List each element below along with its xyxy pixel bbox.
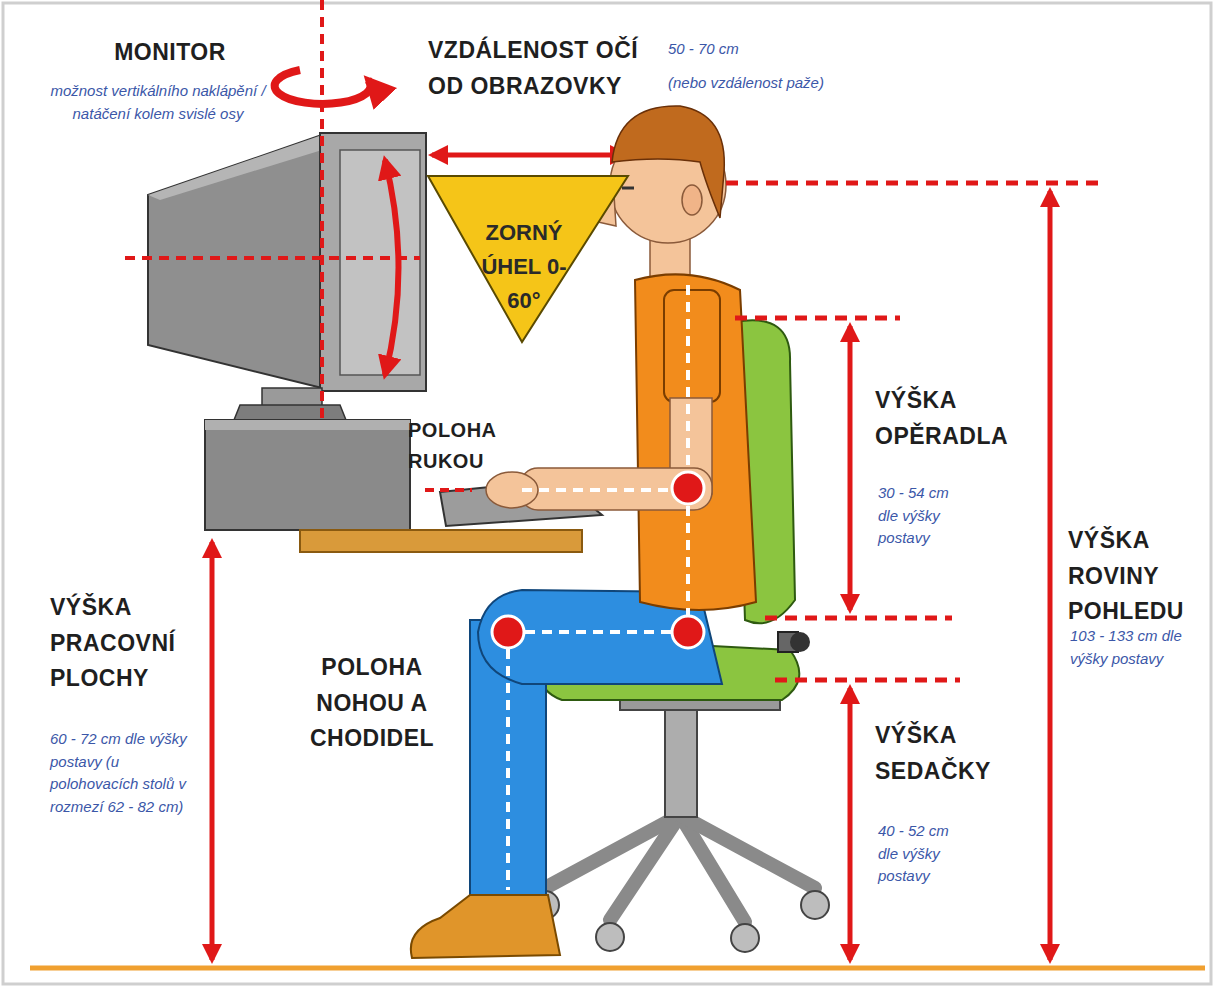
dimension-title: VÝŠKA ROVINY POHLEDU — [1068, 523, 1206, 630]
part-name: POLOHA RUKOU — [408, 415, 518, 477]
dimension-value: 50 - 70 cm — [668, 38, 798, 61]
node-text: ZORNÝ ÚHEL 0-60° — [468, 216, 580, 318]
dimension-title: VÝŠKA OPĚRADLA — [875, 383, 1025, 454]
person — [411, 106, 756, 958]
note-text: možnost vertikálního naklápění / natáčen… — [48, 80, 268, 125]
dimension-value: 30 - 54 cm dle výšky postavy — [878, 482, 970, 550]
view-angle-triangle: ZORNÝ ÚHEL 0-60° — [428, 176, 628, 342]
dimension-value: 103 - 133 cm dle výšky postavy — [1070, 625, 1182, 670]
dimension-title: VÝŠKA PRACOVNÍ PLOCHY — [50, 590, 200, 697]
monitor-drawing — [148, 133, 426, 530]
floor-line — [30, 966, 1205, 971]
part-name: MONITOR — [95, 35, 245, 71]
triangle-fill — [428, 176, 628, 342]
dimension-title: VZDÁLENOST OČÍ OD OBRAZOVKY — [428, 33, 663, 104]
frame — [3, 3, 1211, 984]
dimension-value: 60 - 72 cm dle výšky postavy (u polohova… — [50, 728, 202, 818]
dimension-title: VÝŠKA SEDAČKY — [875, 718, 1025, 789]
dimension-lines — [212, 183, 1100, 960]
part-name: POLOHA NOHOU A CHODIDEL — [292, 650, 452, 757]
dimension-value: 40 - 52 cm dle výšky postavy — [878, 820, 970, 888]
note-text: (nebo vzdálenost paže) — [668, 72, 898, 95]
desk — [300, 530, 582, 552]
